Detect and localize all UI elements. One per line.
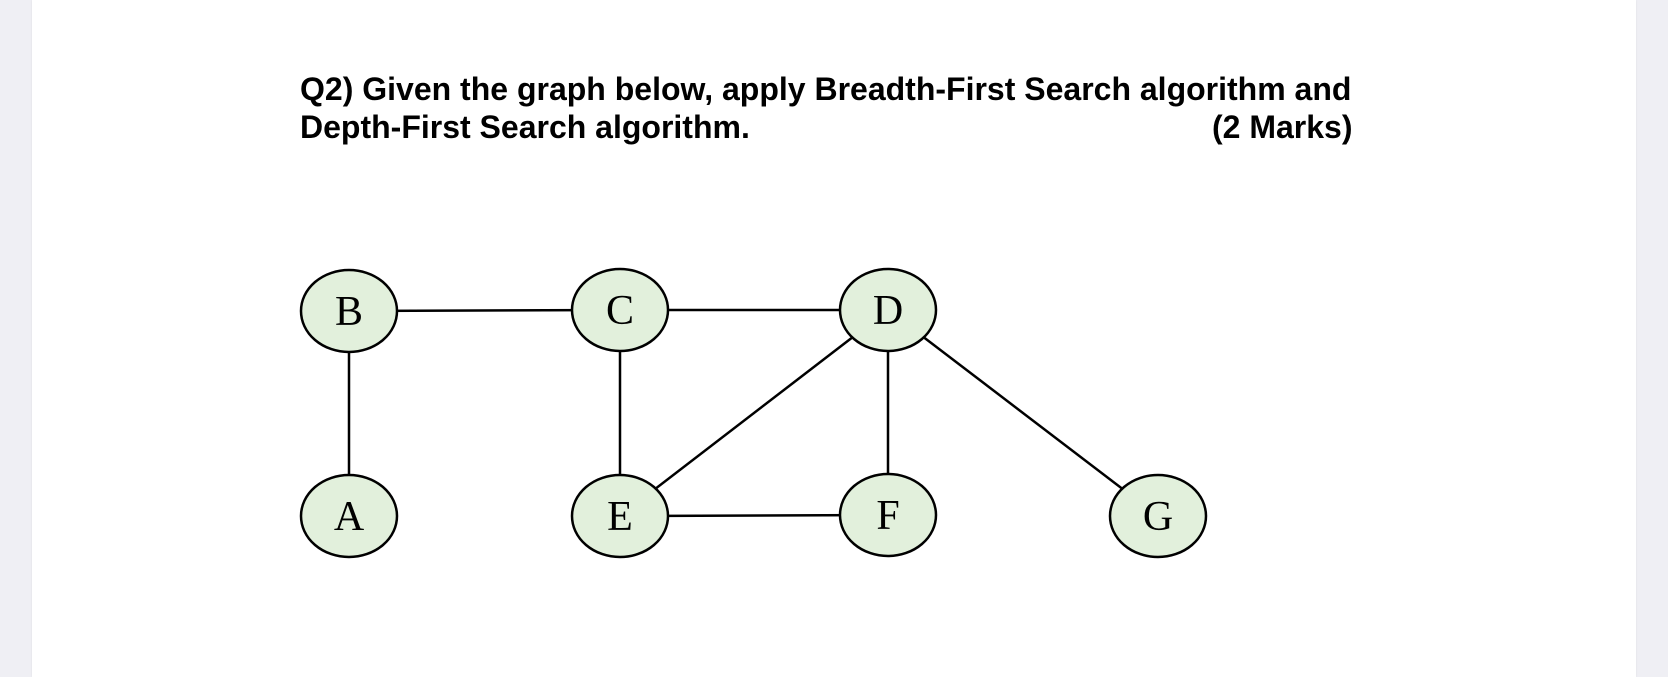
node-b: B bbox=[299, 268, 399, 354]
node-label-b: B bbox=[335, 289, 363, 335]
node-c: C bbox=[570, 267, 670, 353]
node-label-d: D bbox=[873, 288, 903, 334]
node-label-c: C bbox=[606, 288, 634, 334]
graph-nodes: B C D A E F G bbox=[299, 267, 1208, 559]
node-label-f: F bbox=[876, 493, 899, 539]
node-g: G bbox=[1108, 473, 1208, 559]
graph-edges bbox=[347, 308, 1159, 518]
question-line-2: Depth-First Search algorithm. bbox=[300, 109, 750, 145]
node-circle-a bbox=[299, 473, 399, 559]
question-line-2-row: Depth-First Search algorithm. (2 Marks) bbox=[300, 108, 1380, 146]
node-label-e: E bbox=[607, 494, 633, 540]
node-circle-d bbox=[838, 267, 938, 353]
edge-d-g bbox=[887, 309, 1159, 517]
edge-d-e bbox=[619, 309, 889, 517]
question-line-1: Q2) Given the graph below, apply Breadth… bbox=[300, 71, 1352, 107]
node-circle-c bbox=[570, 267, 670, 353]
question-text: Q2) Given the graph below, apply Breadth… bbox=[300, 70, 1380, 146]
node-circle-e bbox=[570, 473, 670, 559]
node-label-a: A bbox=[334, 494, 365, 540]
node-e: E bbox=[570, 473, 670, 559]
node-circle-g bbox=[1108, 473, 1208, 559]
node-d: D bbox=[838, 267, 938, 353]
document-page bbox=[32, 0, 1636, 677]
marks-label: (2 Marks) bbox=[1212, 109, 1353, 145]
node-label-g: G bbox=[1143, 494, 1173, 540]
node-f: F bbox=[838, 472, 938, 558]
node-circle-f bbox=[838, 472, 938, 558]
node-circle-b bbox=[299, 268, 399, 354]
node-a: A bbox=[299, 473, 399, 559]
